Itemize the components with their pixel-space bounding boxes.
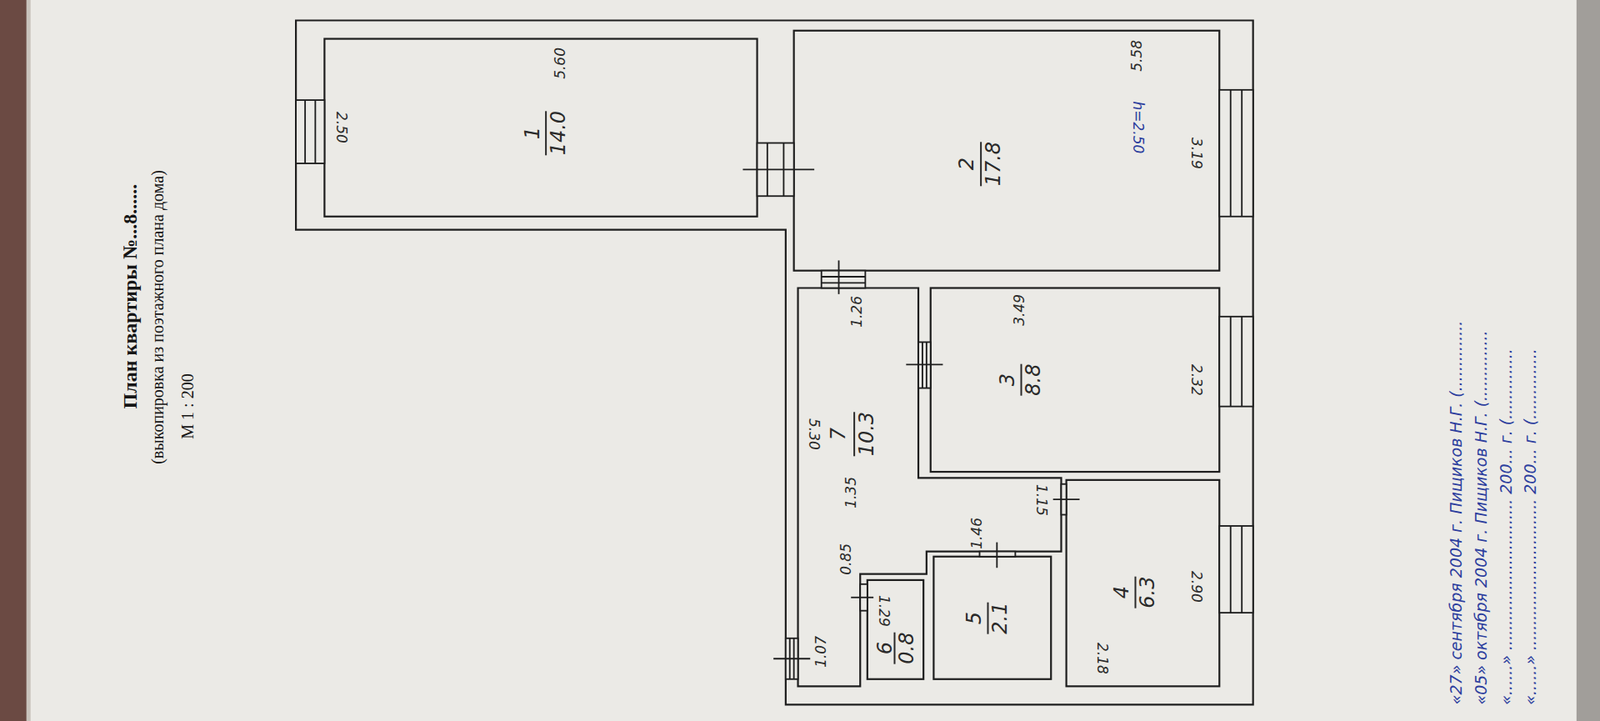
- window-symbol: [295, 100, 325, 164]
- dimension-label: 2.32: [1188, 364, 1204, 396]
- door-symbol: [838, 260, 840, 294]
- room-area: 710.35.301.261.351.151.460.851.07: [798, 288, 1062, 687]
- signature-line: «05» октября 2004 г. Пищиков Н.Г. (.....…: [1473, 330, 1490, 705]
- window-symbol: [1230, 90, 1232, 217]
- dimension-label: 1.46: [970, 517, 985, 550]
- door-symbol: [742, 143, 1080, 680]
- wall-outline: [295, 20, 1254, 705]
- window-symbol: [1219, 525, 1253, 613]
- wall-outline: [794, 30, 1220, 271]
- room-area: 217.8 5.58 h=2.50 3.19: [794, 30, 1220, 271]
- signature-line: «27» сентября 2004 г. Пищиков Н.Г. (....…: [1448, 320, 1465, 705]
- window-symbol: [1240, 90, 1243, 217]
- dimension-label: 1.26: [850, 295, 865, 328]
- room-area: 52.1: [933, 556, 1051, 680]
- subtitle-text: М 1 : 200: [179, 374, 197, 440]
- photo-edge: [0, 0, 27, 721]
- dimension-label: 1.15: [1033, 484, 1049, 516]
- dimension-label: 5.30: [805, 418, 821, 450]
- room-number: 7: [828, 427, 850, 440]
- room-area-value: 8.8: [1020, 364, 1045, 396]
- room-area-value: 17.8: [980, 140, 1005, 185]
- door-symbol: [773, 657, 810, 660]
- dimension-label: 2.50: [333, 111, 349, 144]
- room-area: 46.3 2.90 2.18: [1066, 480, 1220, 686]
- wall-outline: [930, 288, 1220, 473]
- dimension-label: h=2.50: [1130, 101, 1145, 155]
- room-number: 1: [522, 126, 544, 140]
- dimension-label: 1.35: [844, 476, 860, 509]
- door-symbol: [850, 596, 874, 599]
- dimension-label: 3.19: [1188, 137, 1204, 170]
- door-symbol: [995, 542, 998, 569]
- room-number: 4: [1111, 585, 1133, 599]
- room-area-value: 14.0: [545, 110, 570, 155]
- wall-outline: [798, 288, 1062, 687]
- window-symbol: [1240, 316, 1243, 407]
- room-area-value: 0.8: [894, 632, 919, 665]
- door-symbol: [821, 270, 866, 289]
- wall-outline: [867, 580, 924, 680]
- signature-line: «......» .............................. …: [1522, 348, 1540, 705]
- room-number: 3: [997, 373, 1019, 386]
- wall-outline: [295, 20, 1254, 705]
- dimension-label: 2.18: [1094, 642, 1110, 675]
- photo-edge: [1576, 0, 1600, 721]
- dimension-label: 2.90: [1188, 570, 1204, 603]
- window-symbol: [304, 100, 306, 164]
- door-symbol: [821, 281, 866, 284]
- room-area-value: 2.1: [986, 601, 1011, 634]
- room-number: 2: [956, 156, 978, 170]
- dimension-label: 1.07: [814, 635, 830, 668]
- dimension-label: 5.58: [1130, 40, 1145, 72]
- room-area: 114.0 5.60 2.50: [324, 39, 757, 217]
- window-symbol: [1240, 525, 1243, 613]
- room-area-value: 10.3: [853, 411, 878, 456]
- door-symbol: [905, 363, 943, 365]
- room-area: 60.81.29: [867, 580, 924, 680]
- room-number: 5: [964, 611, 985, 625]
- photo-edge: [26, 0, 31, 721]
- window-symbol: [1230, 316, 1232, 407]
- dimension-label: 5.60: [553, 47, 569, 80]
- dimension-label: 3.49: [1012, 294, 1028, 326]
- window-symbol: [1230, 525, 1232, 613]
- door-symbol: [1053, 498, 1080, 500]
- room-area: 38.8 3.49 2.32: [930, 288, 1220, 473]
- dimension-label: 0.85: [839, 543, 855, 575]
- dimension-label: 1.29: [875, 595, 891, 627]
- signature-line: «......» .............................. …: [1498, 348, 1515, 705]
- subtitle-text: (выкопировка из поэтажного плана дома): [149, 170, 167, 465]
- door-symbol: [821, 275, 866, 278]
- wall-outline: [324, 39, 757, 217]
- plan-title: План квартиры №...8......: [120, 183, 141, 409]
- room-area-value: 6.3: [1135, 576, 1160, 609]
- door-symbol: [742, 168, 815, 170]
- window-symbol: [1219, 316, 1253, 407]
- wall-outline: [933, 556, 1051, 680]
- window-symbol: [314, 100, 316, 164]
- wall-outline: [1066, 480, 1220, 686]
- window-symbol: [1219, 90, 1253, 217]
- window-symbol: [295, 90, 1254, 613]
